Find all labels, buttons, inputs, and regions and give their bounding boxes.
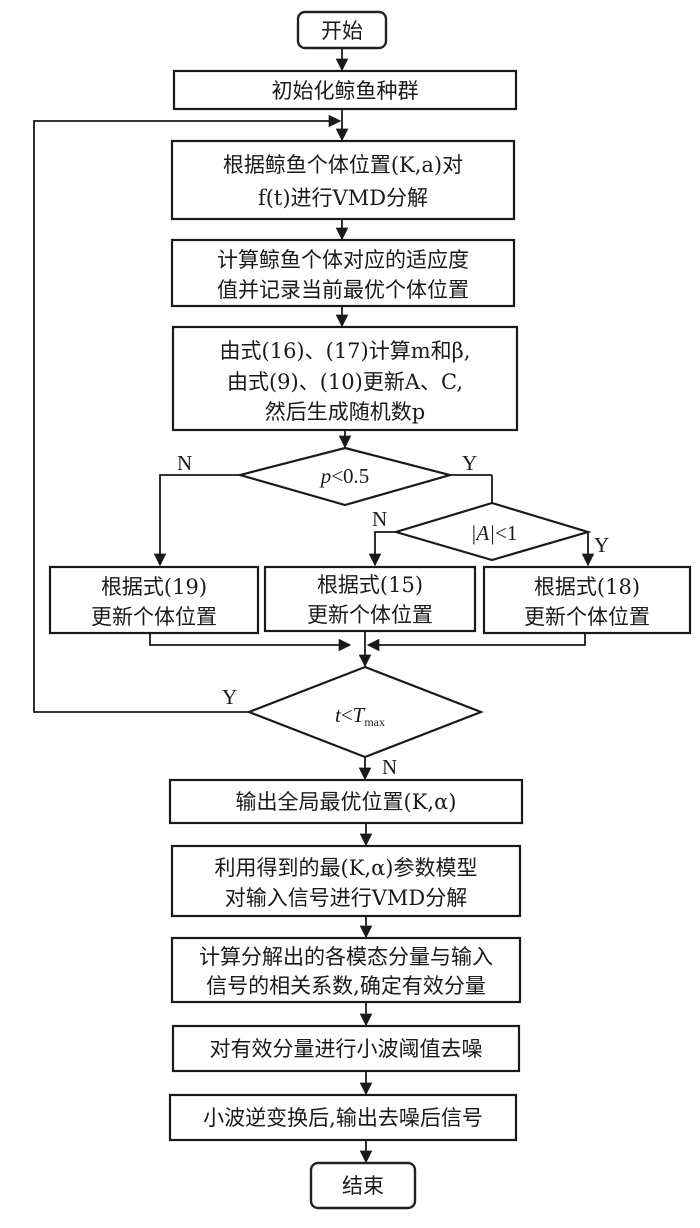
arrow-a-no [368, 531, 396, 567]
correlation-label-1: 计算分解出的各模态分量与输入 [199, 945, 493, 969]
denoise-label: 对有效分量进行小波阈值去噪 [210, 1037, 483, 1061]
vmd-label-1: 根据鲸鱼个体位置(K,a)对 [223, 153, 463, 177]
merge-arrow-right [366, 633, 586, 652]
decision-p-yes: Y [462, 451, 477, 475]
update19-label-2: 更新个体位置 [91, 605, 217, 629]
update15-label-2: 更新个体位置 [307, 603, 433, 627]
params-label-1: 由式(16)、(17)计算m和β, [220, 339, 471, 363]
decision-t-yes: Y [222, 685, 237, 709]
init-label: 初始化鲸鱼种群 [272, 79, 419, 103]
update15-box [263, 565, 477, 633]
fitness-label-1: 计算鲸鱼个体对应的适应度 [217, 248, 469, 272]
loop-back-arrow [33, 114, 342, 713]
params-label-3: 然后生成随机数p [265, 400, 425, 424]
fitness-box [170, 238, 516, 308]
decision-p-label: p<0.5 [319, 464, 370, 488]
decision-a-yes: Y [594, 533, 609, 557]
fitness-label-2: 值并记录当前最优个体位置 [217, 278, 469, 302]
params-box [171, 325, 519, 432]
update15-label-1: 根据式(15) [317, 573, 423, 597]
decompose-label-2: 对输入信号进行VMD分解 [225, 886, 468, 910]
update18-box [482, 565, 692, 635]
denoise-box [171, 1024, 521, 1073]
update18-label-1: 根据式(18) [534, 575, 640, 599]
vmd-box [170, 139, 516, 221]
decompose-label-1: 利用得到的最(K,α)参数模型 [215, 856, 478, 880]
arrow-p-no [153, 474, 240, 567]
decision-a-no: N [372, 507, 387, 531]
decision-p-diamond [235, 446, 455, 507]
params-label-2: 由式(9)、(10)更新A、C, [227, 370, 463, 394]
decision-t-diamond [245, 665, 485, 759]
decision-a-label: |A|<1 [471, 521, 518, 545]
start-label: 开始 [321, 19, 363, 43]
output-best-label: 输出全局最优位置(K,α) [236, 790, 457, 814]
inverse-box [168, 1093, 518, 1142]
output-best-box [168, 778, 524, 825]
decompose-box [170, 844, 522, 918]
update18-label-2: 更新个体位置 [524, 605, 650, 629]
end-terminal [309, 1161, 417, 1210]
vmd-label-2: f(t)进行VMD分解 [258, 186, 428, 210]
correlation-box [170, 936, 522, 1004]
update19-label-1: 根据式(19) [101, 575, 207, 599]
init-box [172, 69, 518, 111]
decision-t-label: t<Tmax [335, 703, 385, 729]
update19-box [48, 565, 260, 635]
decision-a-diamond [392, 501, 592, 562]
inverse-label: 小波逆变换后,输出去噪后信号 [203, 1106, 483, 1130]
merge-arrow-left [149, 633, 352, 652]
correlation-label-2: 信号的相关系数,确定有效分量 [206, 974, 486, 998]
end-label: 结束 [342, 1174, 384, 1198]
decision-t-no: N [382, 755, 397, 779]
decision-p-no: N [177, 451, 192, 475]
